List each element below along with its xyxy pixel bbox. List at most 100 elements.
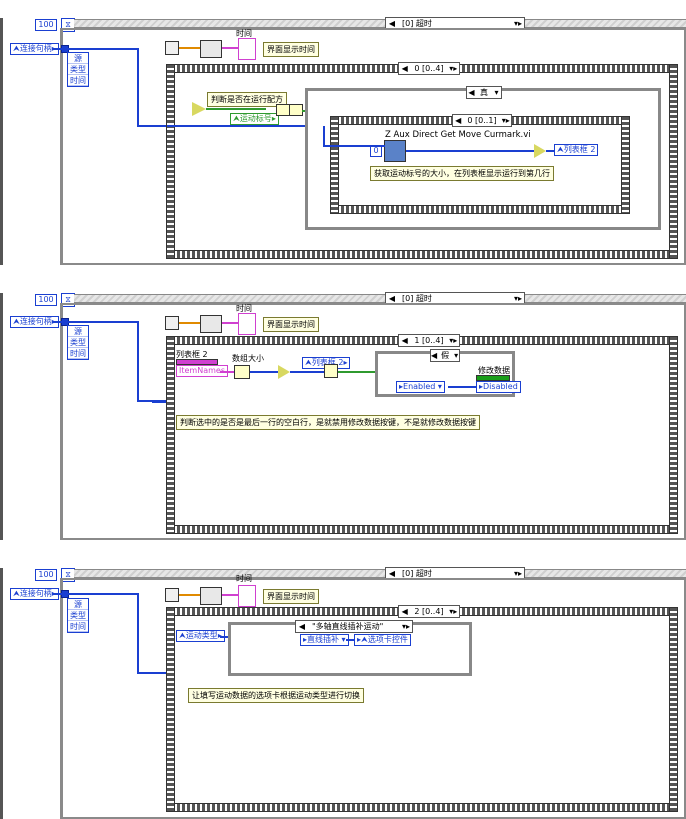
switch-comment: 让填写运动数据的选项卡根据运动类型进行切换 [188,688,364,703]
listbox-label: 列表框 2 [176,350,208,359]
array-size-icon[interactable] [234,365,250,379]
time-comment: 界面显示时间 [263,589,319,604]
decrement-arrow-icon[interactable]: ◀ [388,19,396,28]
event-structure-header [74,19,686,28]
case-selector-label: "多轴直线插补运动" [312,622,384,631]
event-structure-frame [60,578,686,819]
disable-comment: 判断选中的是否是最后一行的空白行，是就禁用修改数据按键，不是就修改数据按键 [176,415,480,430]
sequence-selector[interactable]: ◀ 0 [0..4] ▾▸ [398,62,460,75]
dropdown-arrow-icon[interactable]: ▾▸ [513,569,523,578]
decrement-icon[interactable] [278,365,290,379]
timeout-constant[interactable]: 100 [35,19,57,31]
sequence-selector-label: 2 [0..4] [414,607,444,616]
event-data-source[interactable]: 源 [68,326,88,337]
disabled-property[interactable]: ▸Disabled [476,381,521,393]
event-selector-label: [0] 超时 [402,19,432,28]
decrement-arrow-icon[interactable]: ◀ [431,351,438,360]
dropdown-arrow-icon[interactable]: ▾ [454,351,459,360]
tick-count-icon[interactable] [165,588,179,602]
format-datetime-icon[interactable] [200,587,222,605]
dropdown-arrow-icon[interactable]: ▾▸ [449,607,458,616]
sequence-bottom-strip [166,250,678,259]
equal-icon[interactable] [324,364,338,378]
format-datetime-icon[interactable] [200,40,222,58]
decrement-arrow-icon[interactable]: ◀ [455,116,462,125]
time-indicator-icon[interactable] [238,38,256,60]
sequence-selector[interactable]: ◀ 1 [0..4] ▾▸ [398,334,460,347]
time-comment: 界面显示时间 [263,317,319,332]
sequence-selector-label: 1 [0..4] [414,336,444,345]
decrement-arrow-icon[interactable]: ◀ [298,622,306,631]
enabled-constant[interactable]: ▸Enabled ▾ [396,381,445,393]
case-selector-label: 真 [480,88,488,97]
timeout-constant[interactable]: 100 [35,569,57,581]
sequence-bottom-strip [166,525,678,534]
zaux-vi-icon[interactable] [384,140,406,162]
event-data-type[interactable]: 类型 [68,65,88,75]
while-loop-border [0,293,3,540]
case-selector[interactable]: ◀ "多轴直线插补运动" ▾▸ [295,620,413,633]
compare-icon[interactable] [192,102,206,116]
tick-count-icon[interactable] [165,316,179,330]
modify-property-header [476,375,510,381]
increment-icon[interactable] [534,144,546,158]
dropdown-arrow-icon[interactable]: ▾▸ [401,622,411,631]
dropdown-arrow-icon[interactable]: ▾▸ [449,64,458,73]
sequence-selector[interactable]: ◀ 2 [0..4] ▾▸ [398,605,460,618]
vi-comment: 获取运动标号的大小，在列表框显示运行到第几行 [370,166,554,181]
motion-type-node[interactable]: ⮝运动类型▸ [176,630,225,642]
array-size-label: 数组大小 [232,354,264,363]
time-indicator-icon[interactable] [238,313,256,335]
inner-sequence-selector[interactable]: ◀ 0 [0..1] ▾▸ [452,114,512,127]
event-structure-header [74,569,686,578]
time-label: 时间 [236,574,252,583]
dropdown-arrow-icon[interactable]: ▾▸ [513,19,523,28]
equal-icon[interactable] [276,104,290,116]
event-data-source[interactable]: 源 [68,53,88,64]
decrement-arrow-icon[interactable]: ◀ [388,294,396,303]
decrement-arrow-icon[interactable]: ◀ [468,88,475,97]
check-comment: 判断是否在运行配方 [207,92,287,107]
tab-control-node[interactable]: ▸⮝选项卡控件 [354,634,411,646]
event-data-time[interactable]: 时间 [68,349,88,359]
event-selector-label: [0] 超时 [402,569,432,578]
inner-sequence-label: 0 [0..1] [467,116,497,125]
dropdown-arrow-icon[interactable]: ▾▸ [513,294,523,303]
event-structure-header [74,294,686,303]
format-datetime-icon[interactable] [200,315,222,333]
decrement-arrow-icon[interactable]: ◀ [388,569,396,578]
case-selector[interactable]: ◀ 假 ▾ [430,349,460,362]
not-icon[interactable] [289,104,303,116]
dropdown-arrow-icon[interactable]: ▾ [494,88,499,97]
event-data-type[interactable]: 类型 [68,611,88,621]
dropdown-arrow-icon[interactable]: ▾▸ [501,116,510,125]
property-node-header [176,359,218,365]
case-selector[interactable]: ◀ 真 ▾ [466,86,502,99]
panel-1: 100 ⧖ ◀ [0] 超时 ▾▸ ⮝连接句柄▸ 源 类型 时间 时间 界面显示… [0,0,686,265]
time-comment: 界面显示时间 [263,42,319,57]
vi-name: Z Aux Direct Get Move Curmark.vi [385,130,531,140]
panel-2: 100 ⧖ ◀ [0] 超时 ▾▸ ⮝连接句柄▸ 源 类型 时间 时间 界面显示… [0,285,686,540]
sequence-bottom-strip [166,803,678,812]
motion-index-node[interactable]: ⮝运动标号▸ [230,113,279,125]
decrement-arrow-icon[interactable]: ◀ [401,607,408,616]
panel-3: 100 ⧖ ◀ [0] 超时 ▾▸ ⮝连接句柄▸ 源 类型 时间 时间 界面显示… [0,560,686,819]
event-data-time[interactable]: 时间 [68,76,88,86]
event-data-type[interactable]: 类型 [68,338,88,348]
event-data-node: 源 类型 时间 [67,325,89,360]
tick-count-icon[interactable] [165,41,179,55]
dropdown-arrow-icon[interactable]: ▾▸ [449,336,458,345]
timeout-constant[interactable]: 100 [35,294,57,306]
listbox-ref-node[interactable]: ⮝列表框 2 [554,144,599,156]
event-structure-frame [60,28,686,265]
decrement-arrow-icon[interactable]: ◀ [401,336,408,345]
modify-data-label: 修改数据 [478,366,510,375]
event-data-source[interactable]: 源 [68,599,88,610]
inner-sequence-bottom [330,205,630,214]
linear-interp-constant[interactable]: ▸直线插补 ▾ [300,634,349,646]
event-data-time[interactable]: 时间 [68,622,88,632]
time-indicator-icon[interactable] [238,585,256,607]
case-selector-label: 假 [441,351,450,360]
decrement-arrow-icon[interactable]: ◀ [401,64,408,73]
while-loop-border [0,18,3,265]
